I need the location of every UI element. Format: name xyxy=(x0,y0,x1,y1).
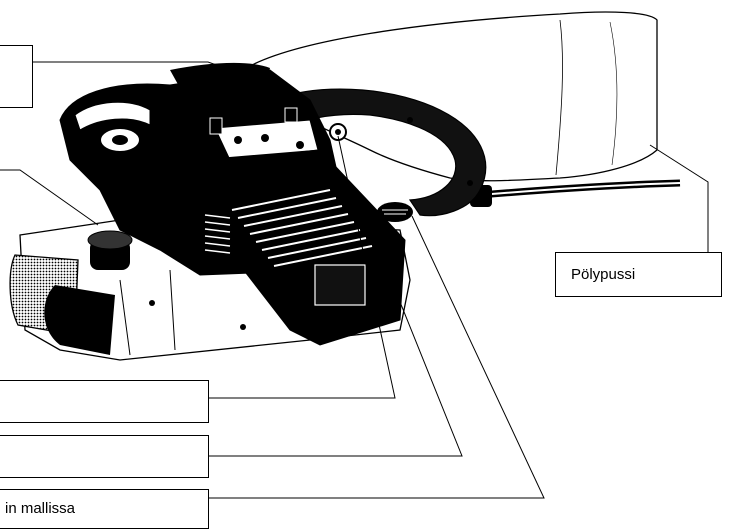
tracking-knob xyxy=(377,202,413,222)
dust-bag-shape xyxy=(249,11,658,182)
rear-handle xyxy=(269,88,487,217)
callout-box-switch xyxy=(0,435,209,478)
callout-box-dust-bag xyxy=(555,252,722,297)
callout-box-top-left xyxy=(0,45,33,108)
callout-box-motor xyxy=(0,380,209,423)
leader-lines xyxy=(0,61,709,499)
label-dust-bag: Pölypussi xyxy=(571,266,636,283)
belt-sander-illustration xyxy=(0,11,709,499)
front-knob xyxy=(87,230,133,270)
diagram-canvas: in mallissa Pölypussi xyxy=(0,11,722,529)
label-model-variant: in mallissa xyxy=(5,500,76,517)
